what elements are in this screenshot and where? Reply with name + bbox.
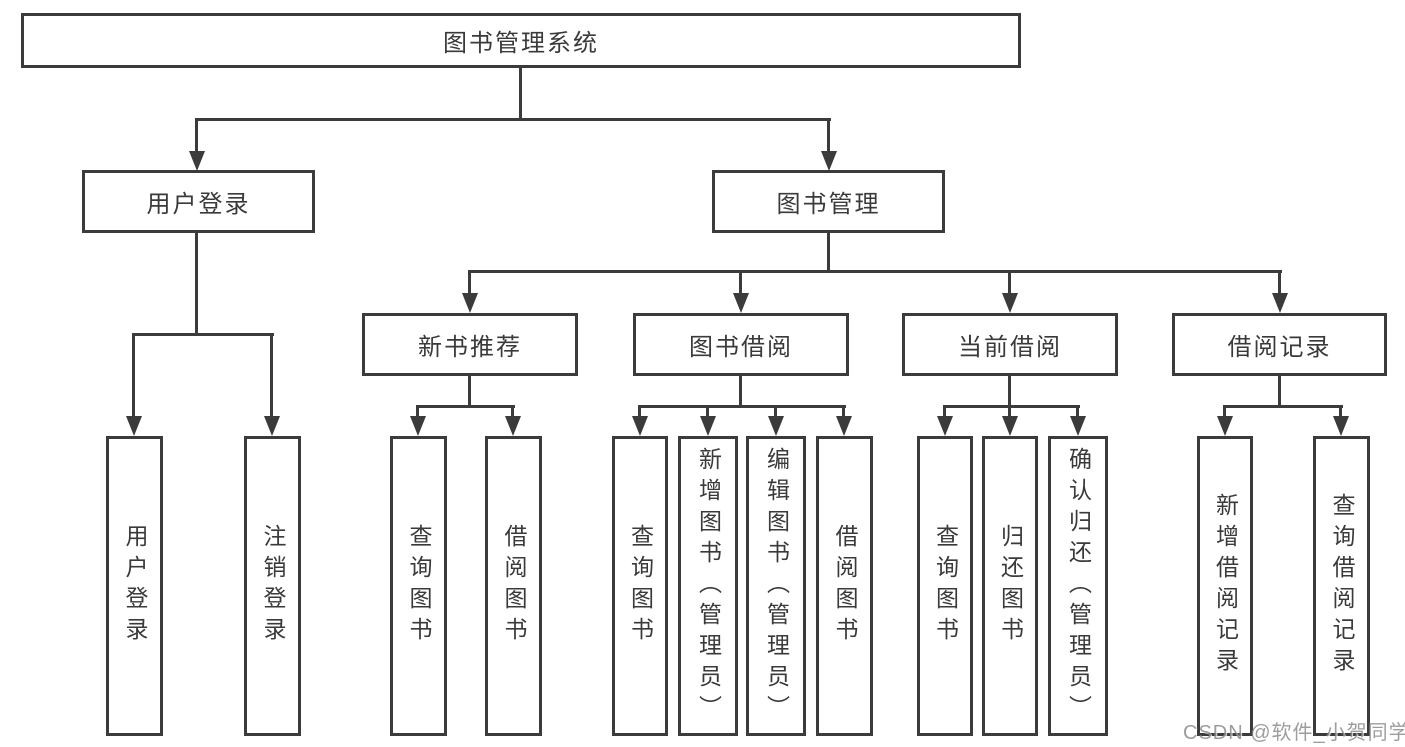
- connector-level3-bar: [468, 270, 1282, 273]
- arrowhead: [836, 416, 852, 436]
- node-book-management: 图书管理: [712, 170, 945, 233]
- arrowhead: [410, 416, 426, 436]
- connector-bar: [638, 405, 846, 408]
- connector-stem: [468, 270, 471, 295]
- node-library-system: 图书管理系统: [21, 13, 1021, 68]
- leaf-confirm-return-admin: 确认归还（管理员）: [1048, 436, 1108, 736]
- leaf-query-books-borrowing: 查询图书: [612, 436, 668, 736]
- connector-stem: [739, 376, 742, 408]
- arrowhead: [126, 416, 142, 436]
- connector-stem: [511, 405, 514, 418]
- leaf-borrow-books-recommend: 借阅图书: [485, 436, 542, 736]
- arrowhead: [768, 416, 784, 436]
- connector-level2-bar: [195, 118, 831, 121]
- node-book-borrowing: 图书借阅: [633, 313, 849, 376]
- leaf-add-books-admin: 新增图书（管理员）: [678, 436, 738, 736]
- connector-stem: [842, 405, 845, 418]
- connector-stem: [1278, 376, 1281, 408]
- connector-stem: [739, 270, 742, 295]
- connector-stem: [638, 405, 641, 418]
- arrowhead: [1002, 293, 1018, 313]
- arrowhead: [1070, 416, 1086, 436]
- arrowhead: [462, 293, 478, 313]
- arrowhead: [189, 151, 205, 171]
- connector-bar: [1223, 405, 1343, 408]
- connector-stem: [270, 333, 273, 418]
- node-user-login: 用户登录: [82, 170, 315, 233]
- arrowhead: [1272, 293, 1288, 313]
- connector-stem: [827, 233, 830, 273]
- connector-stem: [416, 405, 419, 418]
- connector-bar: [416, 405, 515, 408]
- connector-stem: [774, 405, 777, 418]
- node-current-borrowing: 当前借阅: [902, 313, 1118, 376]
- arrowhead: [733, 293, 749, 313]
- arrowhead: [632, 416, 648, 436]
- arrowhead: [700, 416, 716, 436]
- connector-stem: [468, 376, 471, 408]
- arrowhead: [937, 416, 953, 436]
- leaf-borrow-books-borrowing: 借阅图书: [816, 436, 873, 736]
- connector-stem: [1223, 405, 1226, 418]
- connector-stem: [195, 233, 198, 336]
- leaf-query-borrow-record: 查询借阅记录: [1313, 436, 1370, 736]
- connector-stem: [706, 405, 709, 418]
- arrowhead: [1002, 416, 1018, 436]
- node-new-book-recommend: 新书推荐: [362, 313, 578, 376]
- leaf-query-books-current: 查询图书: [917, 436, 973, 736]
- arrowhead: [1333, 416, 1349, 436]
- arrowhead: [505, 416, 521, 436]
- connector-stem: [943, 405, 946, 418]
- connector-stem: [1076, 405, 1079, 418]
- arrowhead: [1217, 416, 1233, 436]
- leaf-user-login: 用户登录: [106, 436, 163, 736]
- leaf-query-books-recommend: 查询图书: [390, 436, 447, 736]
- connector-bar: [943, 405, 1080, 408]
- arrowhead: [264, 416, 280, 436]
- connector-stem: [1339, 405, 1342, 418]
- connector-stem: [1008, 270, 1011, 295]
- connector-stem: [1008, 376, 1011, 408]
- node-borrowing-records: 借阅记录: [1172, 313, 1387, 376]
- connector-stem: [132, 333, 135, 418]
- leaf-add-borrow-record: 新增借阅记录: [1197, 436, 1253, 736]
- connector-stem: [827, 118, 830, 153]
- leaf-logout: 注销登录: [244, 436, 301, 736]
- connector-stem: [1278, 270, 1281, 295]
- connector-stem: [195, 118, 198, 153]
- arrowhead: [821, 151, 837, 171]
- connector-bar: [132, 333, 274, 336]
- watermark: CSDN @软件_小贺同学: [1183, 722, 1405, 744]
- connector-root-stem: [519, 68, 522, 120]
- leaf-return-books: 归还图书: [982, 436, 1038, 736]
- leaf-edit-books-admin: 编辑图书（管理员）: [746, 436, 806, 736]
- connector-stem: [1008, 405, 1011, 418]
